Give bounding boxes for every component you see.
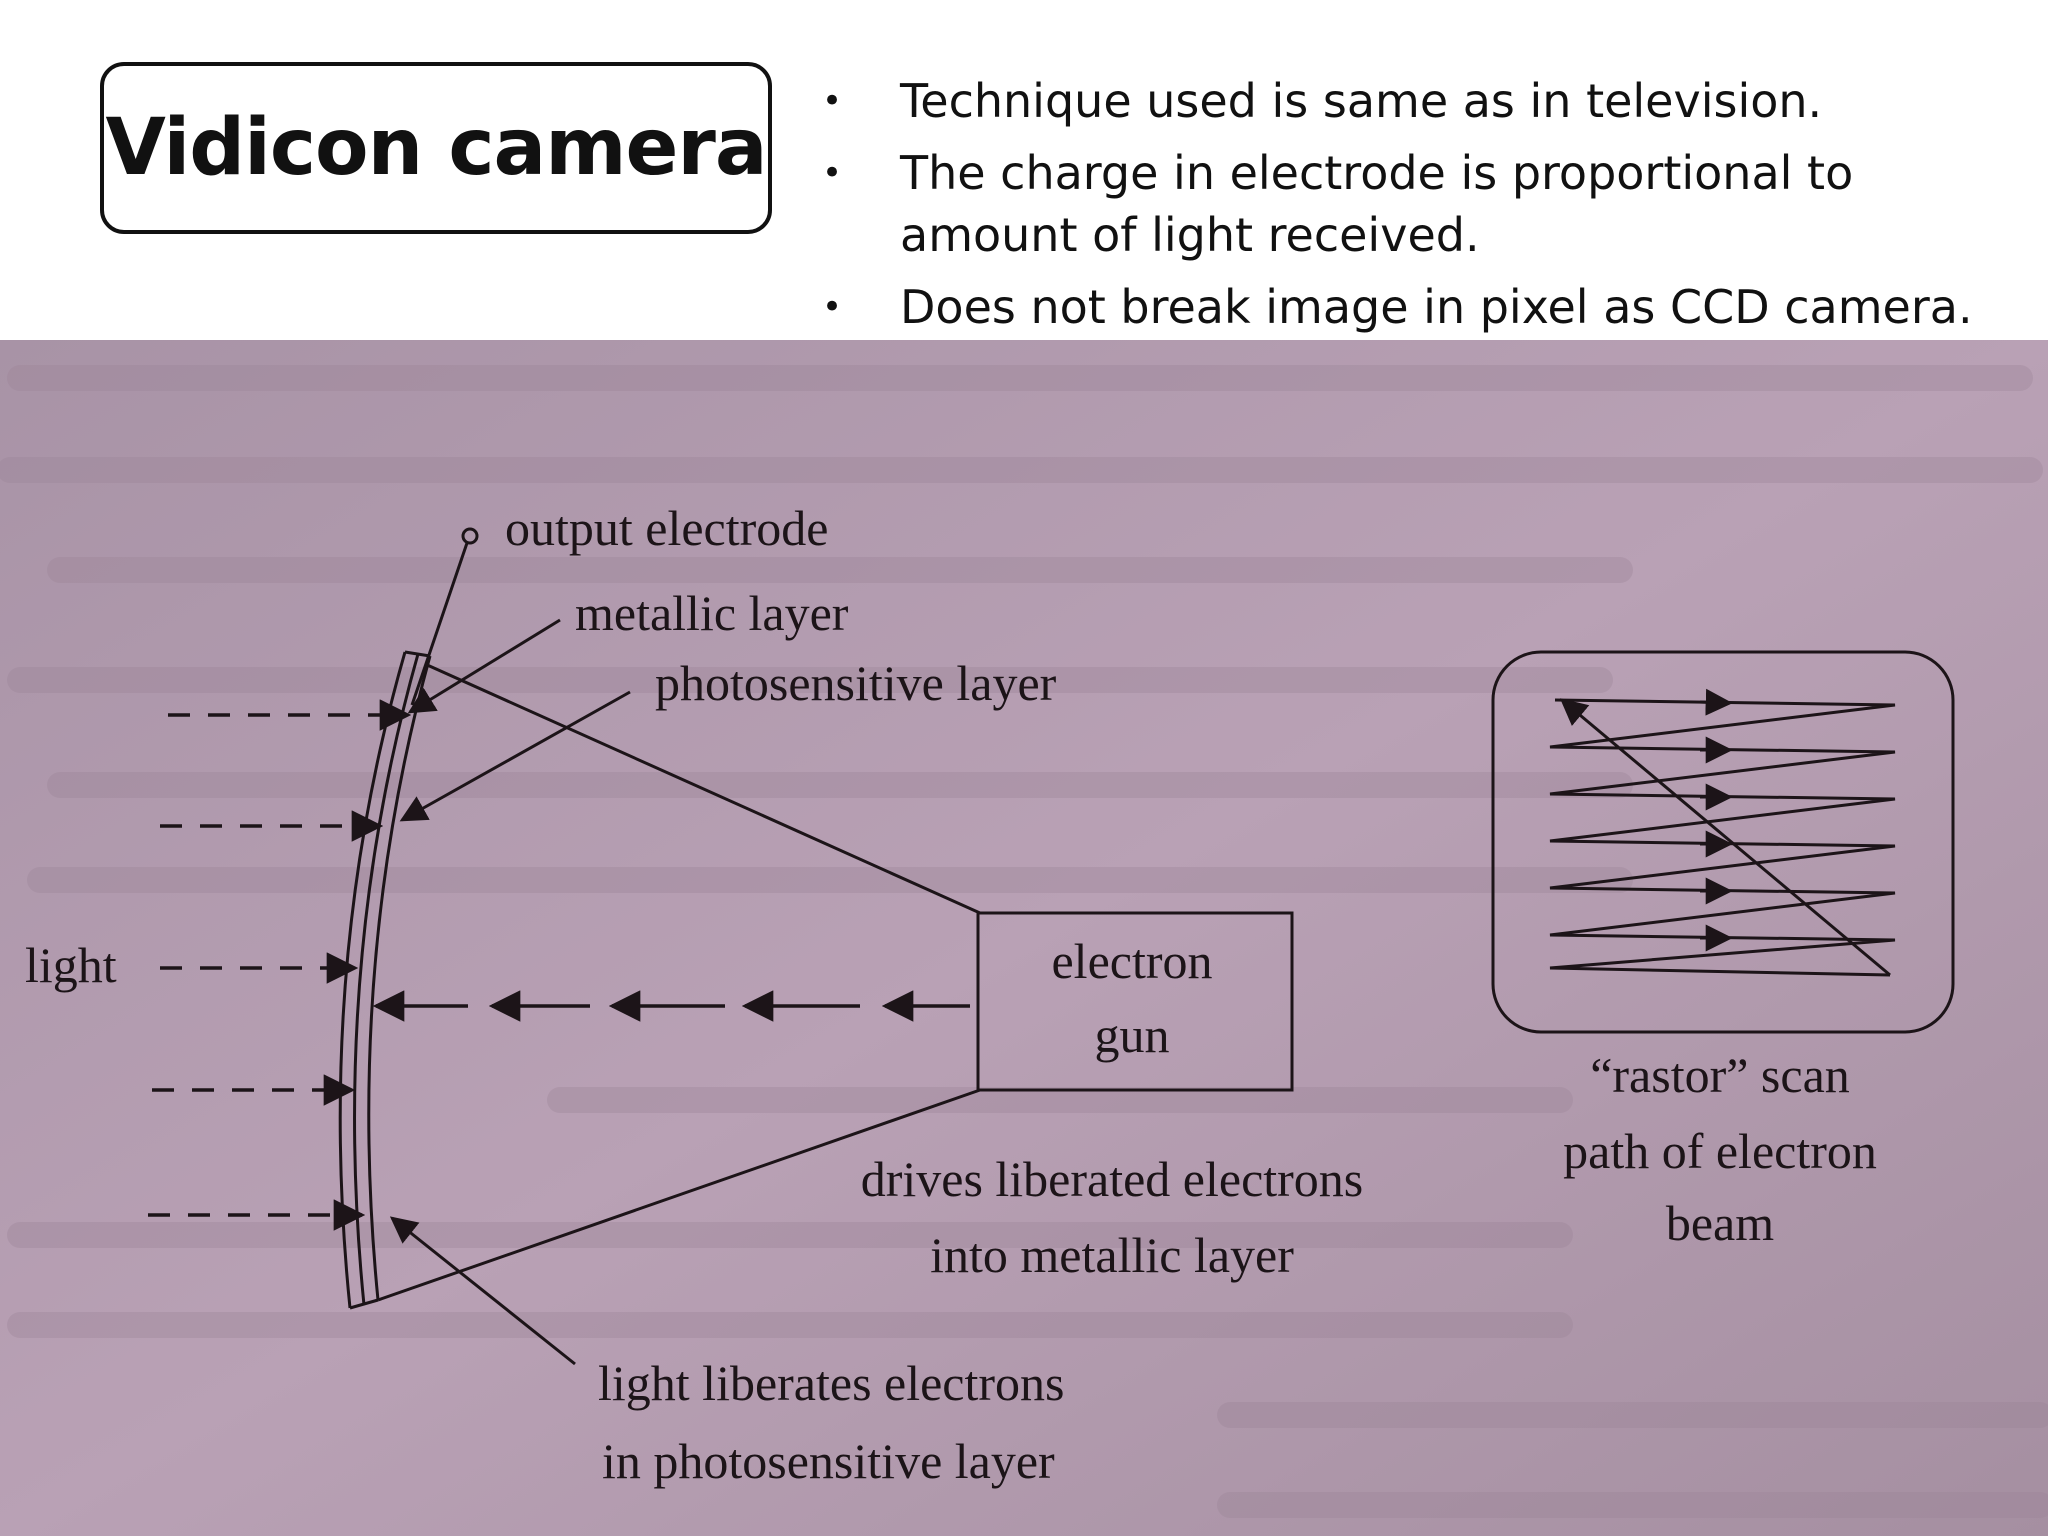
bullet-item: • Technique used is same as in televisio… — [808, 70, 2028, 132]
photosensitive-layer-arc — [367, 655, 432, 1301]
raster-screen — [1491, 650, 1955, 1034]
output-electrode-lead — [410, 527, 479, 706]
label-drives-line2: into metallic layer — [930, 1227, 1294, 1283]
bullet-marker: • — [822, 153, 843, 193]
label-electron-gun-line1: electron — [1051, 933, 1212, 989]
bullet-text: Does not break image in pixel as CCD cam… — [900, 280, 1973, 334]
raster-lines — [1549, 688, 1896, 977]
label-metallic-layer: metallic layer — [575, 585, 849, 641]
label-light: light — [25, 937, 117, 993]
raster-scan-figure — [1491, 650, 1955, 1034]
vidicon-diagram: output electrode metallic layer photosen… — [0, 340, 2048, 1536]
label-liberates-line1: light liberates electrons — [598, 1355, 1065, 1411]
label-drives-line1: drives liberated electrons — [861, 1151, 1364, 1207]
bullet-item: • Does not break image in pixel as CCD c… — [808, 276, 2028, 338]
bullet-text: Technique used is same as in television. — [900, 74, 1823, 128]
label-output-electrode: output electrode — [505, 500, 829, 556]
slide-title: Vidicon camera — [105, 103, 768, 193]
label-liberates-line2: in photosensitive layer — [602, 1433, 1055, 1489]
photosensitive-layer-pointer — [399, 690, 631, 822]
bullet-list: • Technique used is same as in televisio… — [808, 70, 2028, 348]
bullet-text: The charge in electrode is proportional … — [900, 146, 1854, 262]
label-photosensitive-layer: photosensitive layer — [655, 655, 1057, 711]
pointer-arrows — [389, 618, 631, 1366]
bullet-marker: • — [822, 287, 843, 327]
label-raster-line2: path of electron — [1563, 1123, 1877, 1179]
vidicon-diagram-photo: output electrode metallic layer photosen… — [0, 340, 2048, 1536]
bullet-item: • The charge in electrode is proportiona… — [808, 142, 2028, 266]
label-electron-gun-line2: gun — [1095, 1007, 1170, 1063]
label-raster-line1: “rastor” scan — [1590, 1047, 1850, 1103]
bleed-through-lines — [0, 365, 2048, 1518]
light-rays — [148, 699, 412, 1231]
bullet-marker: • — [822, 81, 843, 121]
title-box: Vidicon camera — [100, 62, 772, 234]
tube-body — [377, 662, 1294, 1302]
metallic-layer-pointer — [407, 618, 561, 714]
label-raster-line3: beam — [1666, 1195, 1774, 1251]
electron-gun-box — [976, 911, 1294, 1092]
liberates-pointer — [389, 1216, 576, 1366]
